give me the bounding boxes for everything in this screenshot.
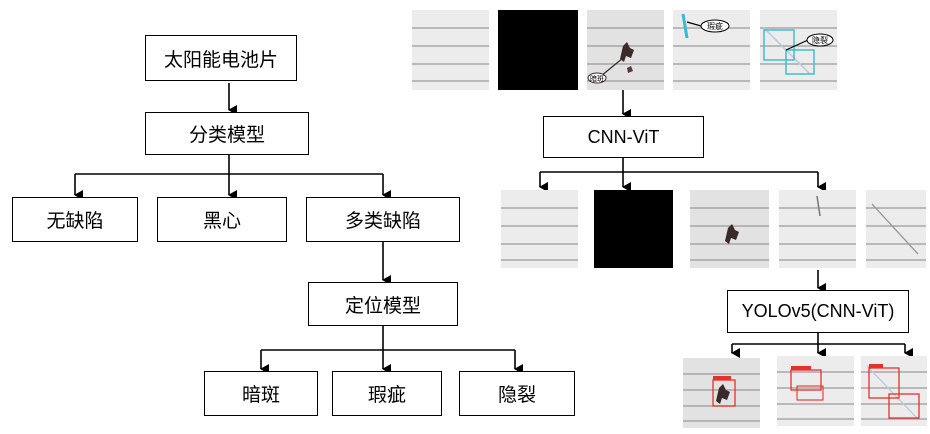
localization-model-node: 定位模型: [308, 282, 458, 326]
input-normal-cell-image: [412, 10, 489, 90]
detected-dark-spot-image: [683, 358, 760, 428]
input-flaw-cell-image: 瑕疵: [673, 10, 750, 90]
classified-dark-spot-cell-image: [690, 190, 769, 268]
solar-cell-node: 太阳能电池片: [145, 35, 297, 81]
defect-crack-node: 隐裂: [459, 371, 575, 416]
class-no-defect-node: 无缺陷: [12, 197, 138, 242]
defect-dark-spot-node: 暗斑: [204, 371, 318, 416]
cnn-vit-node: CNN-ViT: [543, 116, 704, 158]
input-dark-spot-cell-image: 暗斑: [587, 10, 664, 90]
input-crack-cell-image: 隐裂: [760, 10, 837, 90]
classified-crack-cell-image: [866, 190, 926, 268]
callout-crack-label: 隐裂: [812, 35, 828, 45]
callout-dark-spot-label: 暗斑: [590, 74, 604, 83]
class-multi-defect-node: 多类缺陷: [306, 197, 460, 242]
input-black-core-cell-image: [498, 10, 578, 90]
detected-flaw-image: [777, 356, 854, 426]
callout-flaw-label: 瑕疵: [707, 21, 723, 31]
classified-normal-cell-image: [501, 190, 578, 268]
defect-flaw-node: 瑕疵: [332, 371, 442, 416]
yolov5-node: YOLOv5(CNN-ViT): [727, 290, 909, 333]
class-black-core-node: 黑心: [157, 197, 287, 242]
classification-model-node: 分类模型: [145, 112, 309, 155]
classified-black-core-cell-image: [594, 190, 673, 268]
detected-crack-image: [861, 356, 927, 426]
classified-flaw-cell-image: [779, 190, 856, 268]
